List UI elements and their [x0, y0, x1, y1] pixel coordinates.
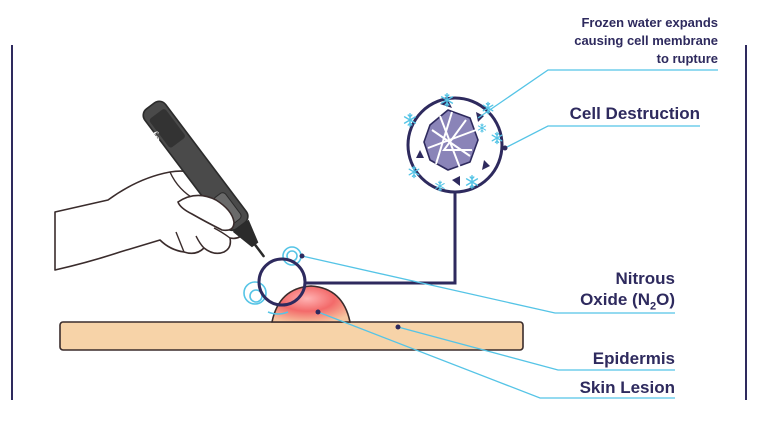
nitrous-line-2: Oxide (N2O)	[515, 289, 675, 317]
callout-line-skin-lesion	[317, 311, 675, 399]
callout-dot-lesion	[315, 309, 321, 315]
label-epidermis: Epidermis	[592, 349, 675, 368]
tip-focus-circle	[257, 257, 307, 307]
nitrous-line-1: Nitrous	[615, 269, 676, 288]
callout-line-nitrous	[301, 255, 675, 314]
callout-dot-cell	[502, 145, 508, 151]
note-frozen-water: Frozen water expands causing cell membra…	[498, 14, 718, 68]
cell-zoom-circle	[403, 92, 504, 194]
label-skin-lesion: Skin Lesion	[579, 378, 675, 397]
nitrous-subscript: 2	[649, 300, 657, 313]
label-nitrous-oxide: Nitrous Oxide (N2O)	[515, 268, 675, 317]
callout-line-note	[477, 69, 718, 119]
label-cell-destruction: Cell Destruction	[569, 104, 700, 123]
zoom-connector	[305, 192, 457, 285]
callout-dot-epidermis	[395, 324, 401, 330]
nitrous-prefix: Oxide (N	[580, 290, 650, 309]
note-line-3: to rupture	[656, 51, 718, 66]
nitrous-suffix: O)	[656, 290, 675, 309]
thumb	[177, 194, 235, 232]
epidermis-bar	[59, 321, 524, 351]
note-line-1: Frozen water expands	[581, 15, 718, 30]
callout-line-cell-destruction	[504, 125, 700, 149]
note-line-2: causing cell membrane	[574, 33, 718, 48]
callout-dot-nitrous	[299, 253, 305, 259]
callout-line-epidermis	[397, 326, 675, 371]
